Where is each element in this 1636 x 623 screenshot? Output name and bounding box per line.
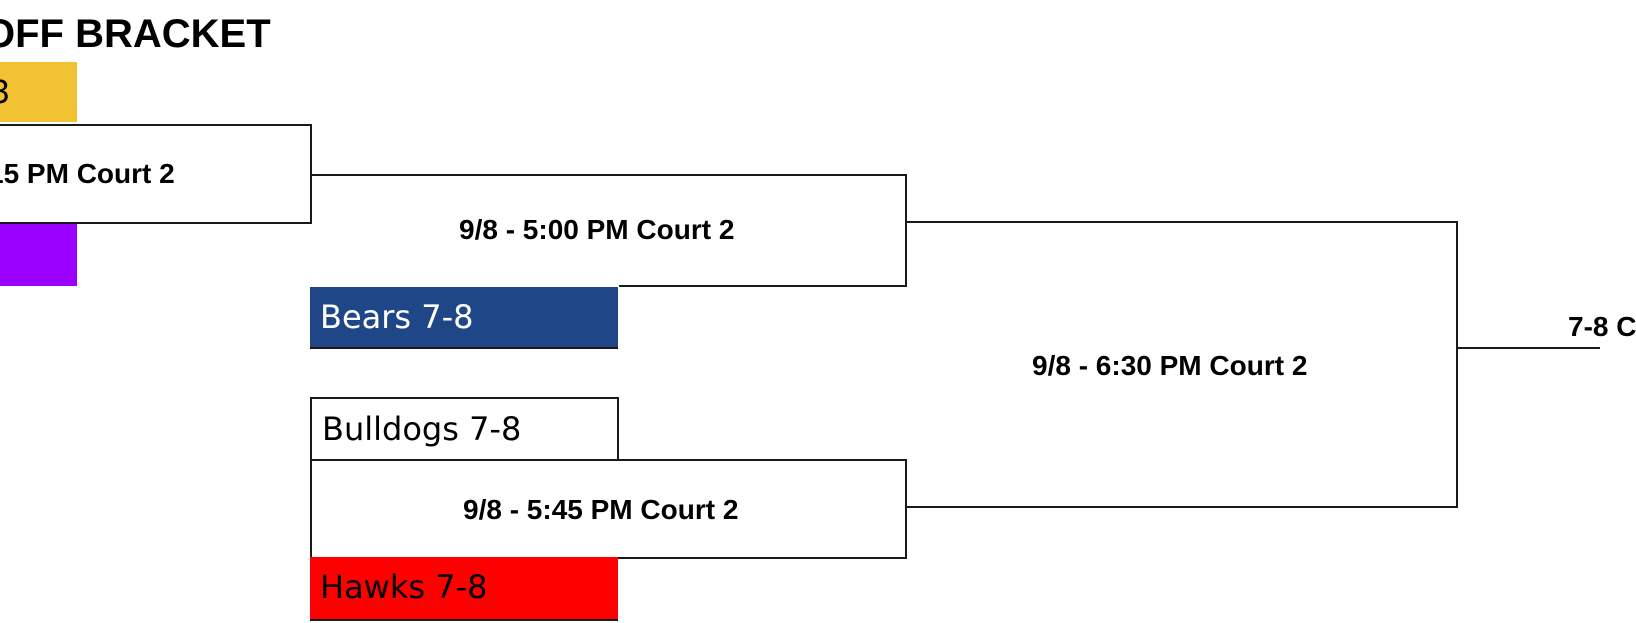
game-label-round1-top: 15 PM Court 2 <box>0 158 175 189</box>
connector-line <box>905 174 907 287</box>
bracket-title: OFF BRACKET <box>0 12 271 56</box>
connector-line <box>905 221 1458 223</box>
team-slot-hawks: Hawks 7-8 <box>310 557 618 621</box>
connector-line <box>619 285 907 287</box>
connector-line <box>905 506 1458 508</box>
team-label: Bears 7-8 <box>320 298 474 336</box>
team-slot-bulldogs: Bulldogs 7-8 <box>310 397 619 461</box>
champion-label: 7-8 C <box>1568 311 1636 342</box>
team-label: 3 <box>0 73 11 111</box>
game-label-final: 9/8 - 6:30 PM Court 2 <box>1032 350 1308 381</box>
connector-line <box>311 174 907 176</box>
team-slot-top-yellow: 3 <box>0 62 77 122</box>
game-label-semi-top: 9/8 - 5:00 PM Court 2 <box>459 214 735 245</box>
team-slot-bears: Bears 7-8 <box>310 287 618 349</box>
game-label-semi-bottom: 9/8 - 5:45 PM Court 2 <box>463 494 739 525</box>
connector-line <box>1456 221 1458 508</box>
team-slot-top-purple <box>0 224 77 286</box>
team-label: Bulldogs 7-8 <box>322 410 522 448</box>
team-label: Hawks 7-8 <box>320 568 488 606</box>
connector-line <box>1456 347 1600 349</box>
